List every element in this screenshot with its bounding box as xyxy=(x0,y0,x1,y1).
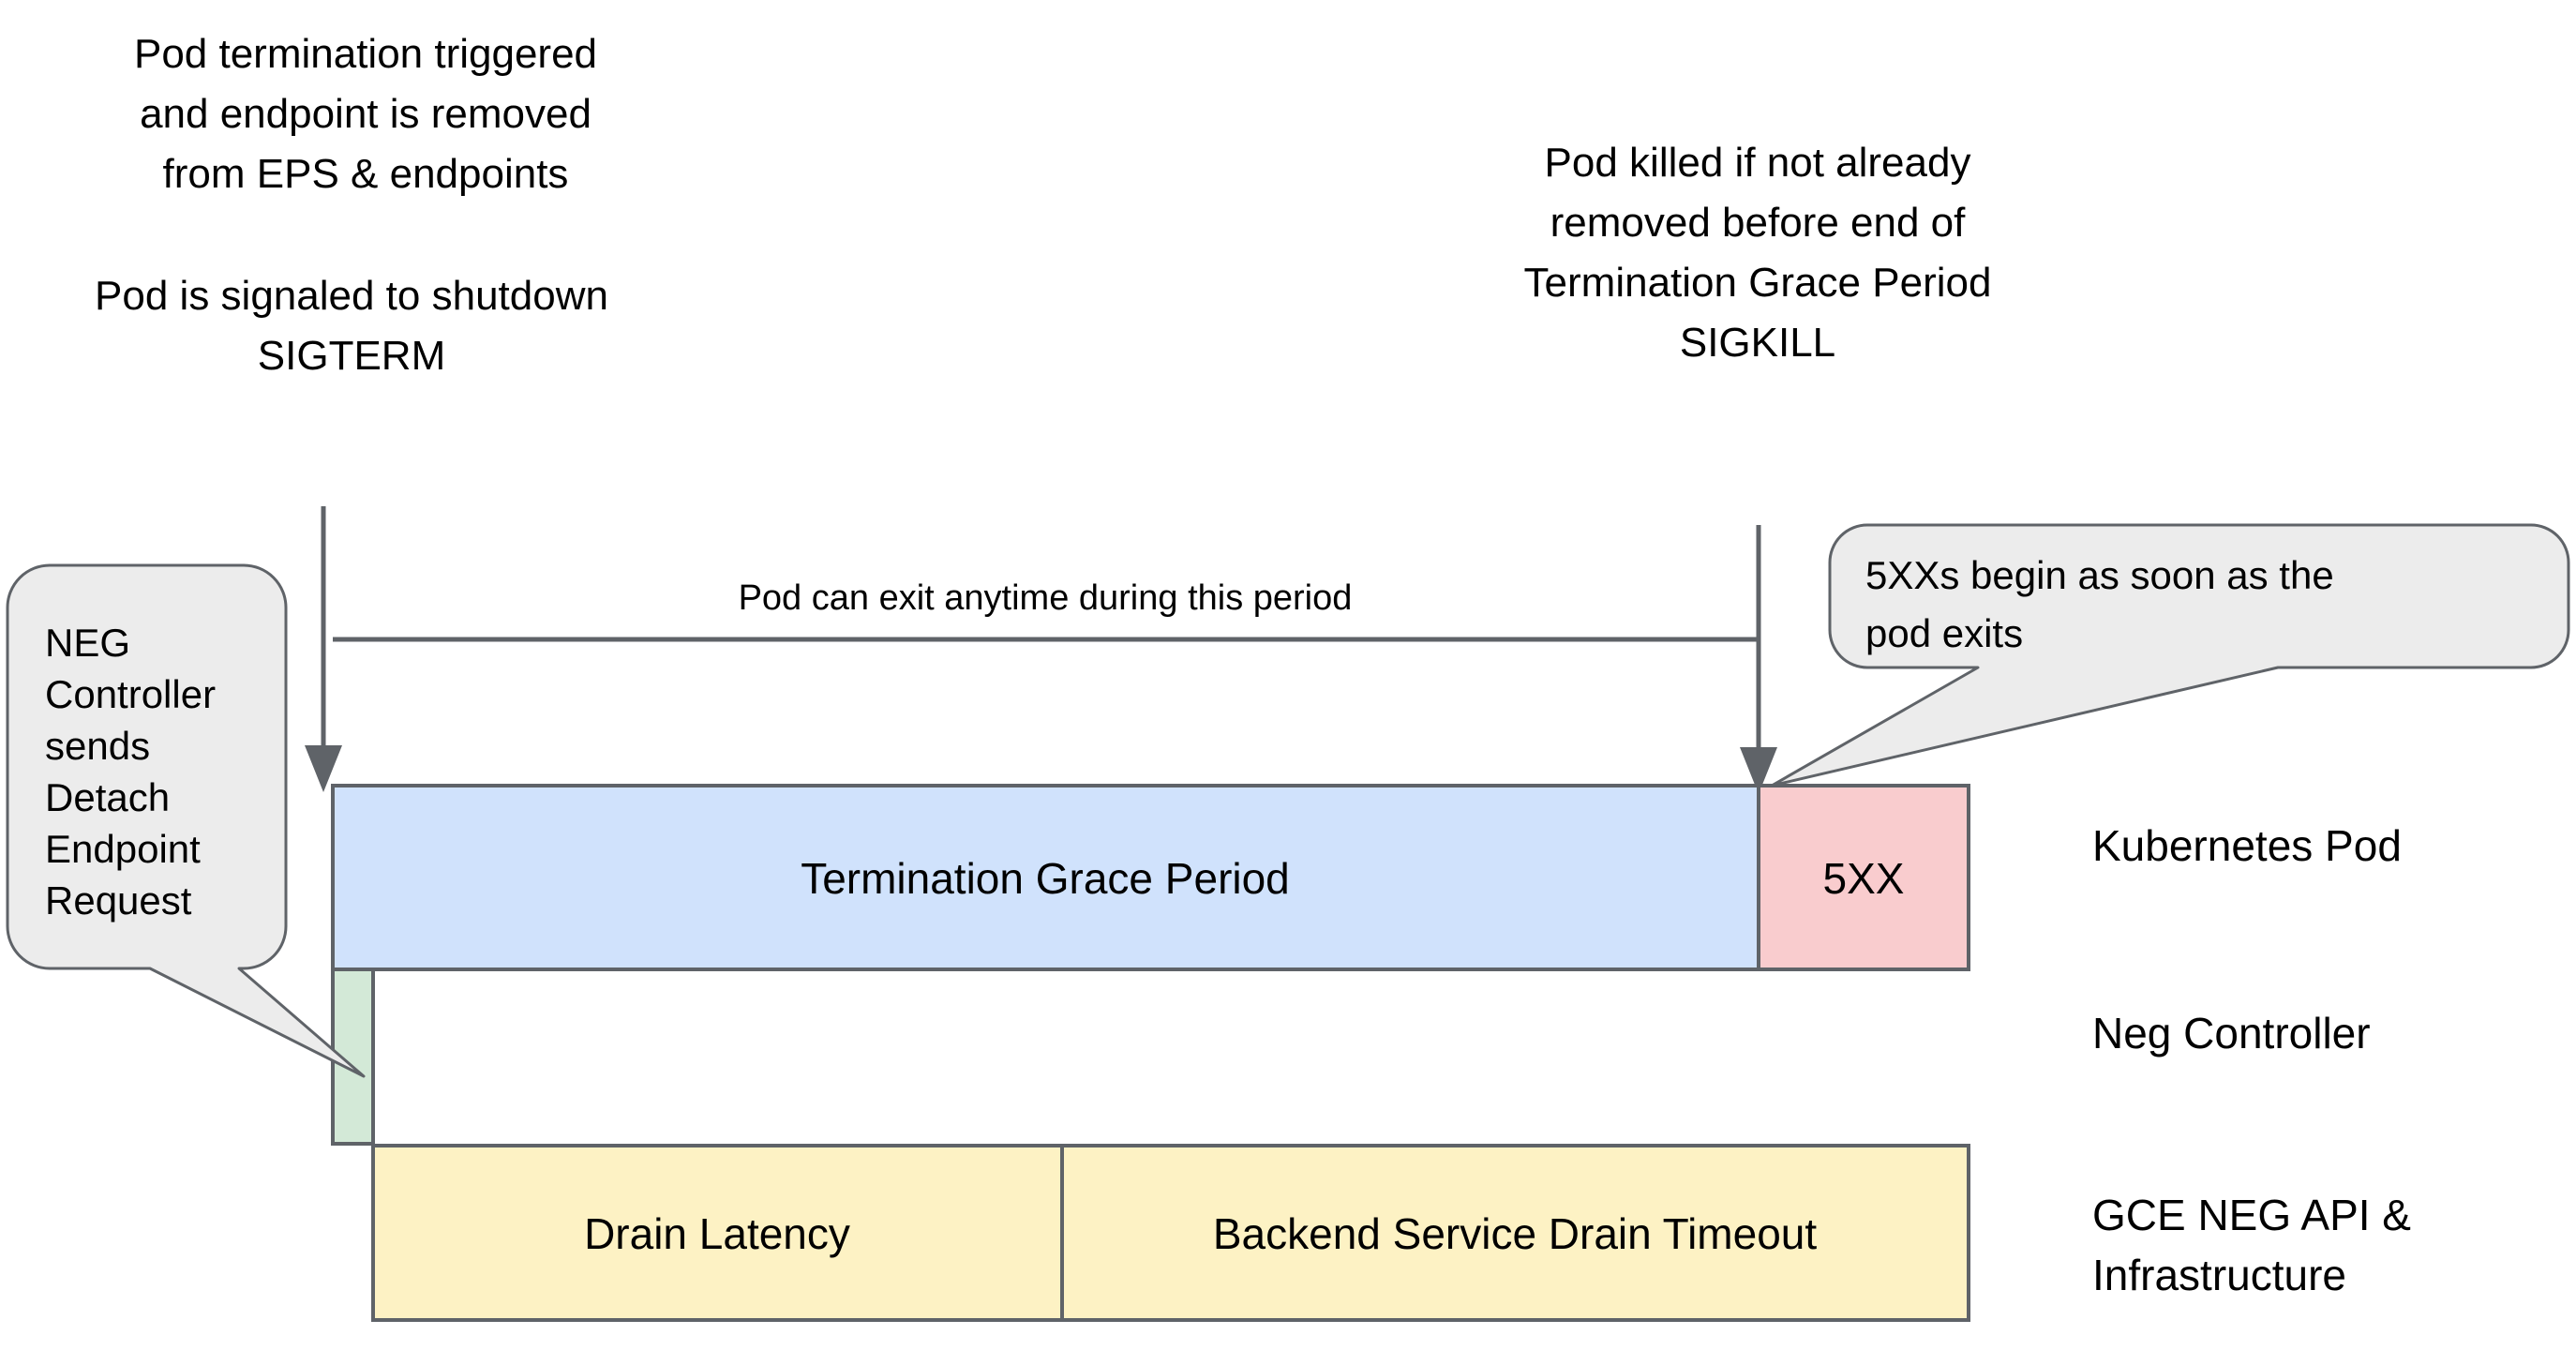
row-label-gce-neg-api-line-1: GCE NEG API & xyxy=(2092,1191,2411,1239)
backend-service-drain-timeout-bar[interactable] xyxy=(1060,1144,1970,1322)
drain-latency-label: Drain Latency xyxy=(584,1209,850,1258)
pod-termination-note-line-1: Pod termination triggered xyxy=(134,31,597,77)
termination-grace-period-label: Termination Grace Period xyxy=(801,854,1290,903)
row-label-kubernetes-pod: Kubernetes Pod xyxy=(2092,821,2402,870)
neg-callout-line-4: Detach xyxy=(45,775,170,819)
neg-callout-line-3: sends xyxy=(45,724,150,768)
neg-callout-line-5: Endpoint xyxy=(45,827,201,871)
sigkill-note-line-2: removed before end of xyxy=(1550,200,1967,246)
kubernetes-pod-row: Termination Grace Period 5XX Kubernetes … xyxy=(331,784,2402,971)
five-xx-callout[interactable]: 5XXs begin as soon as the pod exits xyxy=(1770,523,2570,788)
five-xx-callout-line-1: 5XXs begin as soon as the xyxy=(1865,553,2334,597)
row-label-neg-controller: Neg Controller xyxy=(2092,1009,2371,1058)
sigkill-note-line-1: Pod killed if not already xyxy=(1545,140,1971,186)
sigterm-note: Pod is signaled to shutdown SIGTERM xyxy=(95,273,608,379)
sigterm-note-line-2: SIGTERM xyxy=(258,333,445,379)
sigkill-note-line-3: Termination Grace Period xyxy=(1524,260,1992,306)
five-xx-callout-line-2: pod exits xyxy=(1865,611,2023,655)
neg-callout-line-2: Controller xyxy=(45,672,216,716)
five-xx-label: 5XX xyxy=(1823,854,1905,903)
sigterm-note-line-1: Pod is signaled to shutdown xyxy=(95,273,608,319)
pod-termination-note: Pod termination triggered and endpoint i… xyxy=(134,31,597,197)
pod-termination-note-line-3: from EPS & endpoints xyxy=(163,151,569,197)
drain-latency-bar[interactable] xyxy=(371,1144,1064,1322)
five-xx-callout-shape xyxy=(1770,523,2570,788)
pod-termination-note-line-2: and endpoint is removed xyxy=(140,91,592,137)
five-xx-bar[interactable] xyxy=(1757,784,1970,971)
neg-callout-line-6: Request xyxy=(45,878,192,922)
neg-controller-callout[interactable]: NEG Controller sends Detach Endpoint Req… xyxy=(6,563,366,1078)
backend-service-drain-timeout-label: Backend Service Drain Timeout xyxy=(1213,1209,1818,1258)
sigkill-note: Pod killed if not already removed before… xyxy=(1524,140,1992,366)
sigkill-note-line-4: SIGKILL xyxy=(1680,320,1835,366)
gce-neg-api-row: Drain Latency Backend Service Drain Time… xyxy=(371,1144,2411,1322)
row-label-gce-neg-api-line-2: Infrastructure xyxy=(2092,1251,2346,1299)
neg-callout-line-1: NEG xyxy=(45,621,130,665)
neg-controller-callout-shape xyxy=(6,563,366,1078)
span-note-label: Pod can exit anytime during this period xyxy=(739,578,1353,618)
termination-grace-period-bar[interactable] xyxy=(331,784,1760,971)
